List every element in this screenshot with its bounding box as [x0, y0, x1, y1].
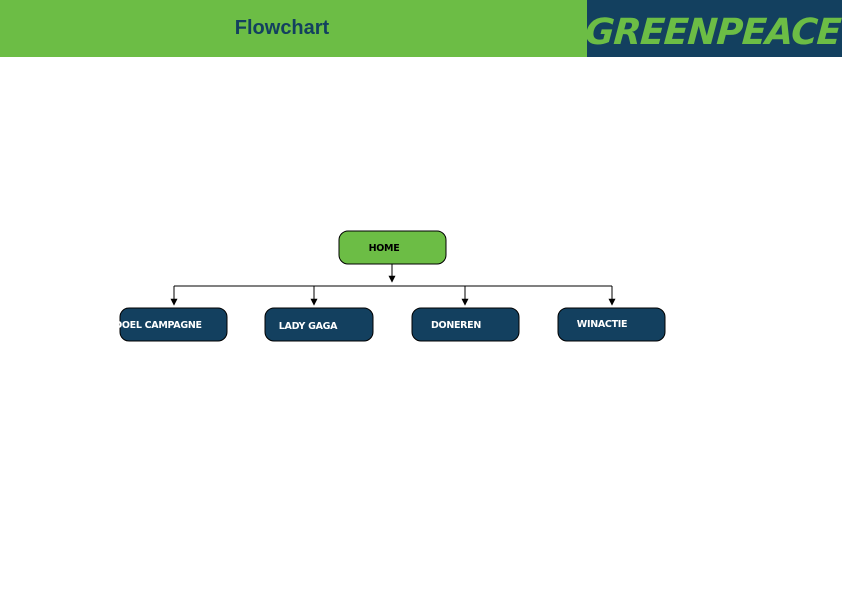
connectors: [170, 264, 616, 306]
node-home-box: [338, 230, 447, 265]
greenpeace-logo: GREENPEACE: [587, 12, 842, 53]
node-winactie-label: WINACTIE: [577, 319, 627, 330]
node-lady-gaga-label: LADY GAGA: [279, 321, 338, 332]
header-title-panel: Flowchart: [0, 0, 587, 57]
node-doneren-label: DONEREN: [431, 320, 481, 331]
brand-panel: GREENPEACE: [587, 0, 842, 57]
node-doneren-box: [411, 307, 520, 342]
node-home-label: HOME: [369, 243, 400, 254]
node-doel-campagne: DOEL CAMPAGNE: [114, 307, 228, 342]
node-lady-gaga-box: [264, 307, 374, 342]
header-bar: Flowchart GREENPEACE: [0, 0, 842, 57]
page-title: Flowchart: [234, 17, 330, 39]
node-doneren: DONEREN: [411, 307, 520, 342]
node-home: HOME: [338, 230, 447, 265]
node-doel-campagne-label: DOEL CAMPAGNE: [114, 320, 201, 331]
node-doel-campagne-box: [119, 307, 228, 342]
svg-text:GREENPEACE: GREENPEACE: [587, 12, 842, 53]
node-winactie: WINACTIE: [557, 307, 666, 342]
node-lady-gaga: LADY GAGA: [264, 307, 374, 342]
node-winactie-box: [557, 307, 666, 342]
